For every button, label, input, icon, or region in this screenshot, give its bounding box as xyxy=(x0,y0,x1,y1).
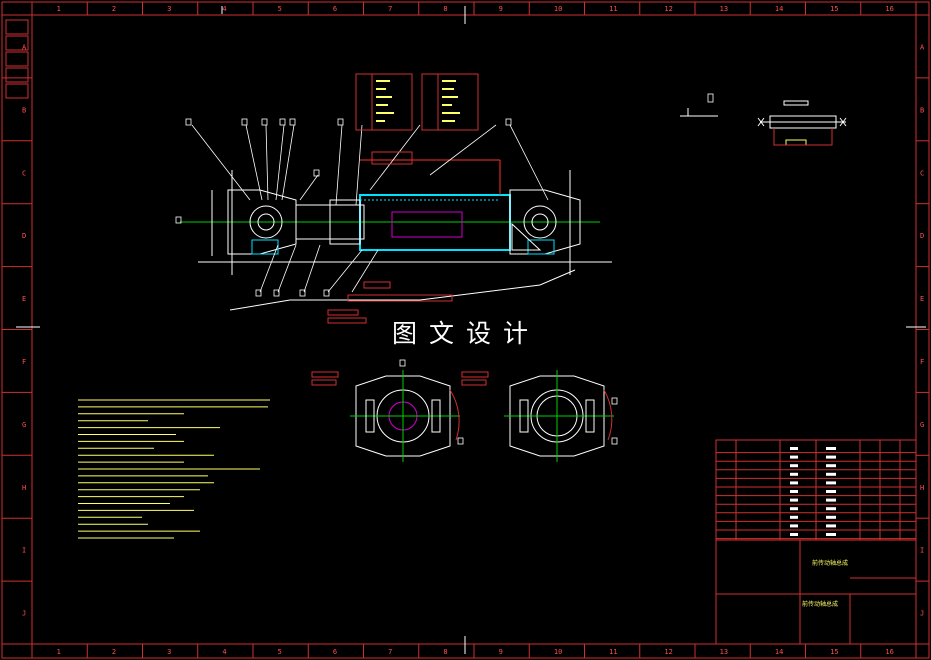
row-label: F xyxy=(920,358,924,366)
row-label: B xyxy=(920,106,924,114)
bom-cell xyxy=(826,447,836,450)
column-label: 8 xyxy=(443,5,447,13)
column-label: 15 xyxy=(830,5,838,13)
row-label: A xyxy=(22,43,27,51)
row-label: I xyxy=(920,547,924,555)
bom-cell xyxy=(790,515,798,519)
bom-cell xyxy=(826,533,836,536)
row-label: I xyxy=(22,547,26,555)
column-label: 3 xyxy=(167,648,171,656)
assembly-name-label: 前传动轴总成 xyxy=(812,559,848,567)
bom-cell xyxy=(826,515,836,519)
row-label: H xyxy=(920,484,924,492)
bom-cell xyxy=(826,464,836,468)
spec-tables xyxy=(355,73,479,131)
row-label: C xyxy=(920,169,924,177)
technical-requirements xyxy=(78,399,270,539)
row-label: J xyxy=(920,610,924,618)
column-label: 2 xyxy=(112,5,116,13)
column-label: 14 xyxy=(775,648,783,656)
column-label: 12 xyxy=(664,648,672,656)
column-label: 16 xyxy=(885,648,893,656)
column-label: 5 xyxy=(278,648,282,656)
row-label: H xyxy=(22,484,26,492)
column-label: 14 xyxy=(775,5,783,13)
row-label: J xyxy=(22,610,26,618)
row-label: E xyxy=(920,295,924,303)
column-label: 4 xyxy=(222,5,226,13)
column-label: 1 xyxy=(57,648,61,656)
bom-cell xyxy=(826,498,836,502)
bom-cell xyxy=(826,472,836,476)
row-label: A xyxy=(920,43,925,51)
column-label: 7 xyxy=(388,648,392,656)
bom-cell xyxy=(790,498,798,502)
spec-table-entries xyxy=(376,80,460,122)
row-label: G xyxy=(920,421,924,429)
column-ticks: 1122334455667788991010111112121313141415… xyxy=(57,2,894,658)
leader-lines xyxy=(191,124,549,293)
row-label: F xyxy=(22,358,26,366)
column-label: 11 xyxy=(609,648,617,656)
bom-cell xyxy=(790,455,798,459)
row-label: E xyxy=(22,295,26,303)
bill-of-materials xyxy=(716,440,916,540)
bom-cell xyxy=(826,524,836,528)
bom-cell xyxy=(790,481,798,485)
detail-shaft-view xyxy=(680,100,847,146)
row-label: D xyxy=(22,232,26,240)
bom-cell xyxy=(790,507,798,511)
note-boxes xyxy=(327,151,453,324)
bom-cell xyxy=(790,533,798,536)
column-label: 13 xyxy=(720,648,728,656)
column-label: 2 xyxy=(112,648,116,656)
bom-cell xyxy=(790,472,798,476)
row-ticks: A A B B C C D D E E F F G G H H I I J J xyxy=(2,43,929,618)
watermark-text: 图文设计 xyxy=(392,319,541,348)
flange-views xyxy=(311,370,614,462)
column-label: 7 xyxy=(388,5,392,13)
bom-cell xyxy=(826,455,836,459)
column-label: 6 xyxy=(333,648,337,656)
column-label: 6 xyxy=(333,5,337,13)
drive-shaft-assembly xyxy=(180,159,612,311)
row-label: C xyxy=(22,169,26,177)
column-label: 10 xyxy=(554,5,562,13)
drawing-name-label: 前传动轴总成 xyxy=(802,600,838,608)
bom-cell xyxy=(826,481,836,485)
bom-cell xyxy=(790,524,798,528)
column-label: 8 xyxy=(443,648,447,656)
column-label: 15 xyxy=(830,648,838,656)
column-label: 4 xyxy=(222,648,226,656)
column-label: 3 xyxy=(167,5,171,13)
row-label: B xyxy=(22,106,26,114)
column-label: 11 xyxy=(609,5,617,13)
column-label: 16 xyxy=(885,5,893,13)
row-label: G xyxy=(22,421,26,429)
part-balloons xyxy=(175,93,714,445)
bom-cell xyxy=(790,490,798,493)
column-label: 13 xyxy=(720,5,728,13)
column-label: 9 xyxy=(499,648,503,656)
column-label: 1 xyxy=(57,5,61,13)
column-label: 12 xyxy=(664,5,672,13)
column-label: 5 xyxy=(278,5,282,13)
row-label: D xyxy=(920,232,924,240)
bom-cell xyxy=(790,447,798,450)
revision-stack xyxy=(5,19,29,99)
column-label: 10 xyxy=(554,648,562,656)
bom-cell xyxy=(790,464,798,468)
bom-cell xyxy=(826,507,836,511)
bom-cell xyxy=(826,490,836,493)
column-label: 9 xyxy=(499,5,503,13)
center-marks xyxy=(16,6,926,654)
